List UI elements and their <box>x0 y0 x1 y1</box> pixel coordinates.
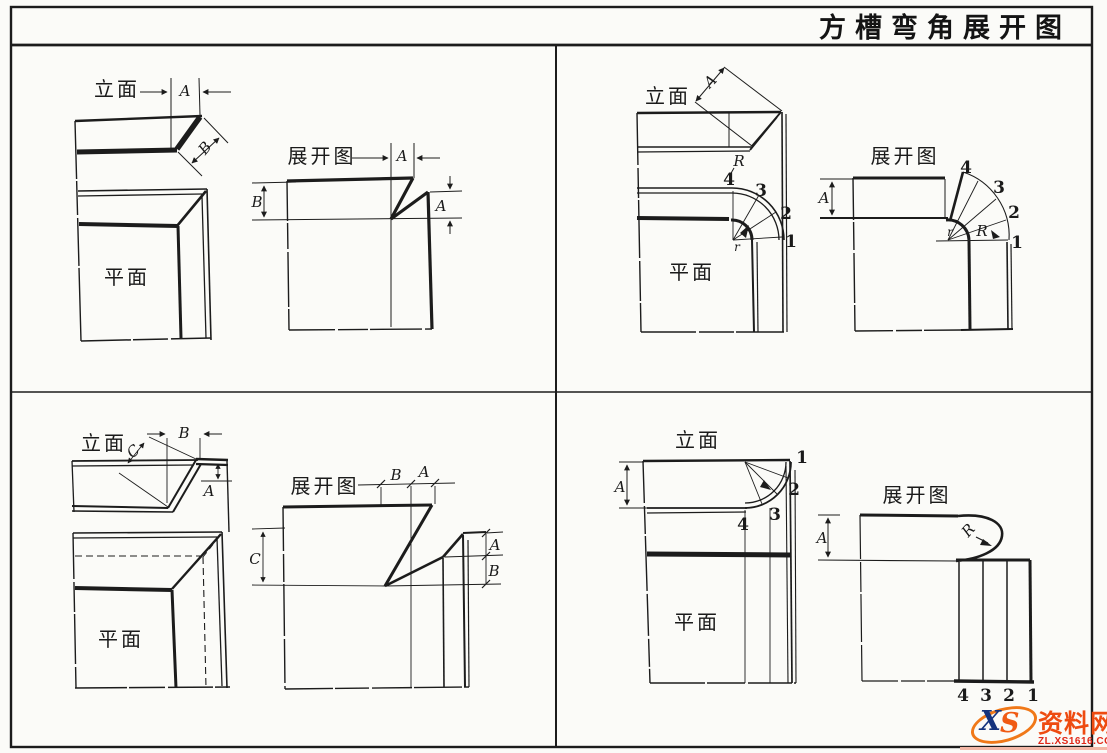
q2-plan-label: 平面 <box>669 262 715 284</box>
q2-elev-point-4: 4 <box>723 170 735 190</box>
page-title: 方槽弯角展开图 <box>819 12 1071 43</box>
q1-dev-dim-a-right-label: A <box>434 197 447 215</box>
q2-plan-point-1: 1 <box>785 232 797 252</box>
q1-dev-dim-a-top: A <box>352 147 440 165</box>
q3-dev-dim-b-right-label: B <box>487 562 499 580</box>
q1-development-label: 展开图 <box>288 146 357 168</box>
watermark-url: ZL.XS1616.COM <box>1038 736 1107 747</box>
q3-dim-a-right-label: A <box>202 482 215 500</box>
q2-dev-point-1: 1 <box>1011 233 1023 253</box>
q3-dev-dims-right: A B <box>444 528 504 589</box>
q4-elev-point-1: 1 <box>796 448 808 468</box>
q2-plan-point-3: 3 <box>755 181 767 201</box>
q4-elev-arrowhead <box>760 480 771 490</box>
q4-elevation-plan-view: 立面 1 2 3 4 A <box>613 429 808 684</box>
q4-development-view: 展开图 R A 4 3 2 1 <box>815 485 1039 706</box>
q4-dev-R-arrowhead <box>980 539 992 546</box>
q3-dim-a-right: A <box>201 460 232 533</box>
q1-dev-dim-b-left-label: B <box>250 193 262 211</box>
q4-dim-a-left: A <box>613 461 648 509</box>
q4-elevation-label: 立面 <box>675 429 721 452</box>
q1-dev-dim-b-left: B <box>250 185 267 218</box>
q4-elev-point-3: 3 <box>769 505 781 525</box>
q2-dev-radius-r-label: r <box>947 225 954 239</box>
q4-dev-point-2: 2 <box>1003 686 1015 706</box>
q1-dim-b-label: B <box>194 138 216 159</box>
q3-development-label: 展开图 <box>291 476 360 498</box>
q2-dev-radius-R-label: R <box>975 222 987 240</box>
q1-elevation-plan-view: 立面 A B <box>74 77 231 342</box>
q3-dev-dim-b-top-label: B <box>389 466 401 484</box>
q3-dev-dim-c-left: C <box>249 531 266 583</box>
q3-dev-dim-a-right-label: A <box>488 536 501 554</box>
q3-plan-label: 平面 <box>98 629 144 651</box>
q2-dev-point-3: 3 <box>993 178 1005 198</box>
q1-development-view: 展开图 A B A <box>250 143 463 331</box>
q4-dev-point-3: 3 <box>980 686 992 706</box>
q1-plan-label: 平面 <box>104 267 150 289</box>
q2-dev-point-2: 2 <box>1008 203 1020 223</box>
q3-elevation-plan-view: 立面 B C <box>71 424 232 689</box>
q4-dev-dim-a-left: A <box>815 514 840 558</box>
q3-dev-dims-top: B A <box>357 463 456 489</box>
watermark-underline <box>960 747 1107 750</box>
q2-dim-a-diagonal: A <box>694 66 783 147</box>
q1-dim-a-top: A <box>140 77 231 152</box>
q2-dev-dim-a-label: A <box>817 189 830 207</box>
q1-elevation-label: 立面 <box>94 78 140 101</box>
q4-dev-radius-R-label: R <box>957 520 979 541</box>
q2-dev-R-arrowhead <box>991 230 1000 239</box>
q1-dev-dim-a-right: A <box>429 176 463 234</box>
q3-development-view: 展开图 B A C <box>249 463 504 690</box>
watermark-site-name: 资料网 <box>1038 711 1107 738</box>
q4-dim-a-left-label: A <box>613 478 626 496</box>
q3-dev-dim-c-label: C <box>249 550 261 568</box>
q1-dim-b-diagonal: B <box>177 117 229 177</box>
q1-dim-a-top-label: A <box>178 82 191 100</box>
q3-dev-dim-a-top-label: A <box>417 463 430 481</box>
q2-dim-a-label: A <box>699 71 721 93</box>
q4-development-label: 展开图 <box>883 485 952 507</box>
q4-dev-point-1: 1 <box>1027 686 1039 706</box>
q2-plan-r-arrowhead <box>740 225 749 238</box>
q3-dim-b-top: B <box>147 424 222 503</box>
q4-dev-dim-a-label: A <box>815 529 828 547</box>
q2-development-label: 展开图 <box>871 146 940 168</box>
q4-dev-point-4: 4 <box>957 686 969 706</box>
q4-elev-point-2: 2 <box>788 480 800 500</box>
q3-dim-b-label: B <box>177 424 189 442</box>
q3-dim-c-diagonal: C <box>118 436 197 508</box>
q2-dev-point-4: 4 <box>960 158 972 178</box>
q2-elevation-plan-view: 立面 A R 4 <box>636 66 797 333</box>
page-frame <box>9 5 1094 749</box>
watermark-logo-s: S <box>1000 708 1020 739</box>
q1-dev-dim-a-top-label: A <box>395 147 408 165</box>
q2-plan-radius-r-label: r <box>734 240 741 254</box>
q2-elevation-label: 立面 <box>645 85 691 108</box>
q3-elevation-label: 立面 <box>81 432 127 455</box>
watermark: X S 资料网 ZL.XS1616.COM <box>966 699 1107 751</box>
q4-elev-point-4: 4 <box>737 515 749 535</box>
q2-elev-radius-R-label: R <box>732 152 744 170</box>
watermark-logo-x: X <box>980 706 1001 737</box>
q2-dev-dim-a-left: A <box>817 181 835 216</box>
q2-development-view: 展开图 A R r 4 3 2 1 <box>817 146 1023 332</box>
q4-plan-label: 平面 <box>674 612 720 634</box>
q2-plan-point-2: 2 <box>780 204 792 224</box>
